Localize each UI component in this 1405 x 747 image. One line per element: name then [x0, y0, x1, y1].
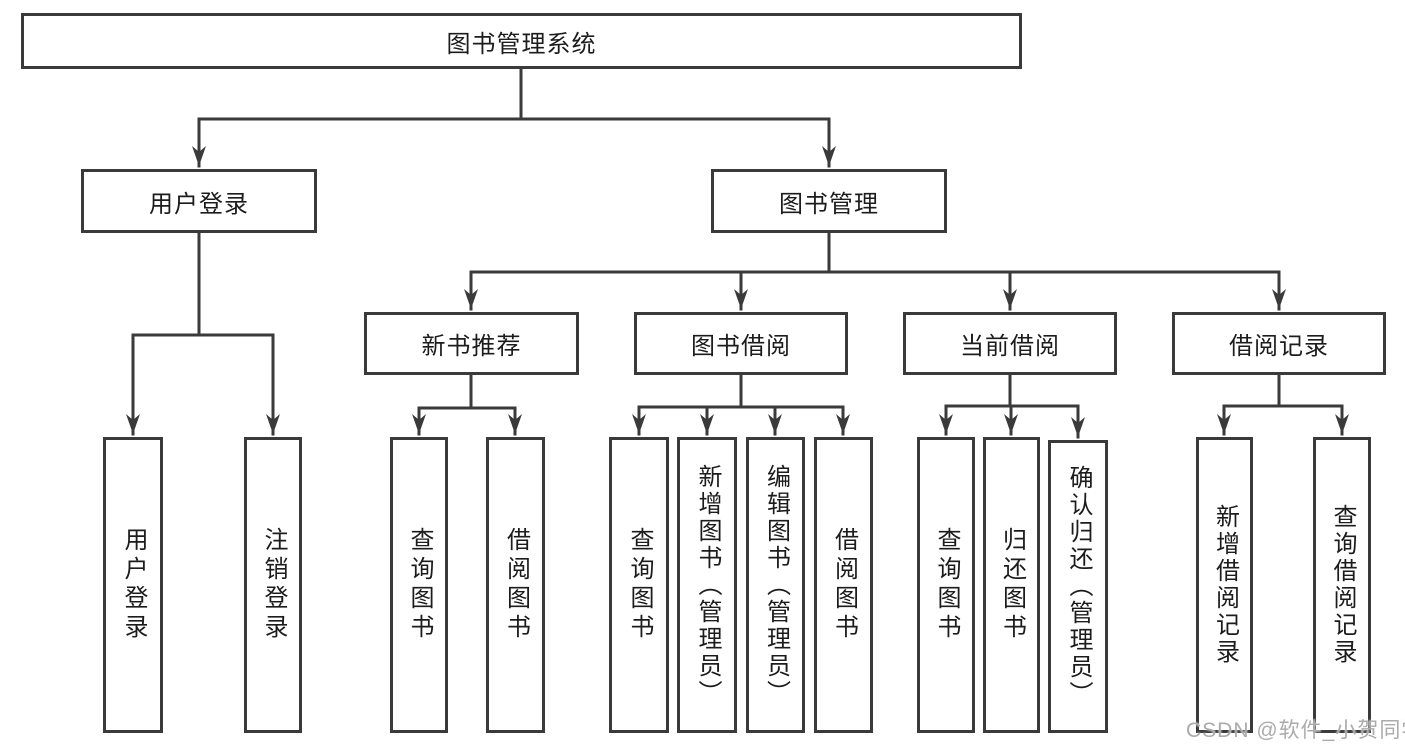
node-root-library-system: 图书管理系统: [21, 13, 1022, 69]
connector-group-trunk: [417, 373, 517, 410]
node-label: 图书借阅: [691, 333, 791, 360]
leaf-query-books: 查询图书: [390, 437, 448, 733]
connector-user-login-trunk: [131, 231, 275, 337]
node-current-borrow: 当前借阅: [903, 312, 1117, 375]
node-label: 借阅记录: [1229, 333, 1329, 360]
leaf-edit-books-admin: 编辑图书（管理员）: [746, 437, 805, 733]
node-label: 归还图书: [998, 527, 1026, 643]
connector-root-trunk: [197, 67, 831, 121]
connector-book-mgmt-trunk: [469, 231, 1281, 274]
connector-group-trunk: [944, 373, 1080, 408]
connector-group-trunk: [637, 373, 845, 409]
leaf-add-books-admin: 新增图书（管理员）: [677, 437, 737, 733]
leaf-confirm-return-admin: 确认归还（管理员）: [1048, 440, 1108, 733]
leaf-logout: 注销登录: [244, 437, 302, 733]
node-label: 查询图书: [933, 527, 960, 643]
node-borrow-records: 借阅记录: [1172, 312, 1386, 375]
node-label: 借阅图书: [502, 527, 530, 643]
node-label: 编辑图书（管理员）: [762, 463, 790, 707]
node-user-login: 用户登录: [81, 169, 317, 233]
leaf-query-books: 查询图书: [917, 437, 975, 733]
connector-group-trunk: [1222, 373, 1344, 408]
node-label: 借阅图书: [830, 527, 858, 643]
leaf-query-books: 查询图书: [609, 437, 669, 733]
node-label: 用户登录: [149, 190, 249, 218]
node-label: 新书推荐: [421, 333, 522, 360]
leaf-borrow-books: 借阅图书: [486, 437, 545, 733]
node-label: 图书管理系统: [446, 30, 597, 58]
node-label: 当前借阅: [960, 333, 1060, 360]
leaf-add-borrow-record: 新增借阅记录: [1196, 437, 1253, 733]
node-new-book-recommend: 新书推荐: [364, 312, 579, 375]
leaf-query-borrow-record: 查询借阅记录: [1313, 437, 1371, 733]
csdn-watermark: CSDN @软件_小贺同学: [1186, 719, 1405, 742]
node-label: 查询借阅记录: [1329, 504, 1356, 666]
leaf-borrow-books: 借阅图书: [814, 437, 873, 733]
node-label: 用户登录: [120, 527, 147, 643]
node-book-borrow: 图书借阅: [634, 312, 848, 375]
node-label: 图书管理: [779, 190, 879, 218]
node-label: 注销登录: [260, 527, 287, 643]
node-label: 新增借阅记录: [1211, 504, 1239, 666]
node-label: 查询图书: [626, 527, 653, 643]
node-label: 确认归还（管理员）: [1065, 465, 1092, 708]
leaf-user-login: 用户登录: [103, 437, 163, 733]
node-label: 查询图书: [406, 527, 433, 643]
node-label: 新增图书（管理员）: [694, 463, 721, 707]
node-book-management: 图书管理: [711, 169, 947, 233]
leaf-return-books: 归还图书: [983, 437, 1040, 733]
